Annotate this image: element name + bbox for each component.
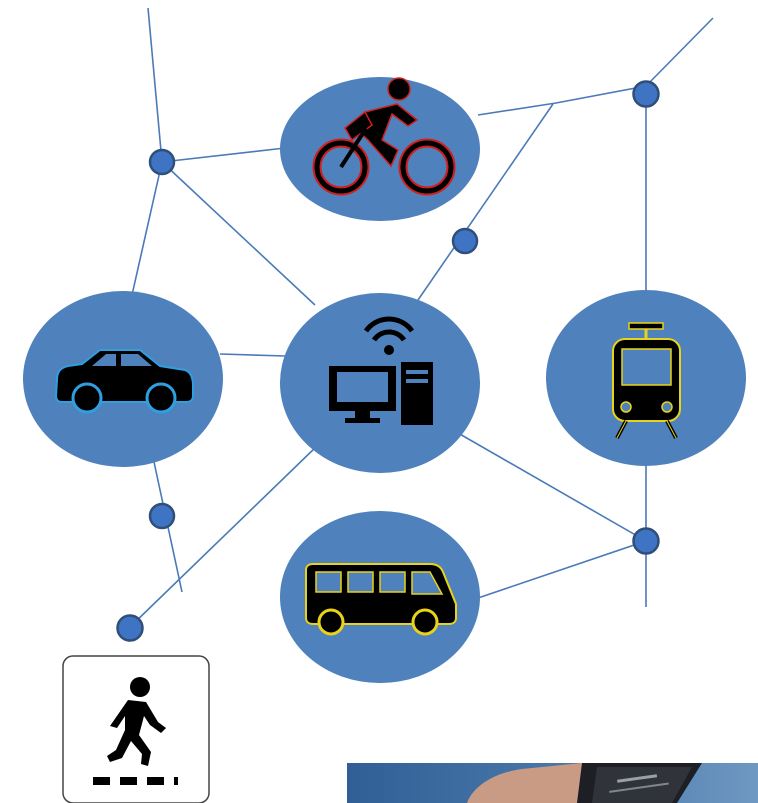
bicycle-icon [312,77,456,196]
edge-junction-car [131,161,163,296]
edge-computer-bottom-right [457,432,647,542]
edge-bicycle-tram-junction [555,85,647,104]
edge-computer-pedestrian [129,444,319,628]
edge-junction-computer [161,161,316,306]
edge-computer-mid [417,103,554,301]
pedestrian-crossing-icon [62,655,210,803]
edge-top-right [645,17,714,87]
network-junctions [116,80,660,642]
bus-icon [305,563,457,636]
edge-junction-bicycle [161,147,286,163]
edge-bus-bottom-right [477,540,647,599]
edge-bicycle-right [477,102,557,116]
computer-wifi-icon [329,316,433,425]
smartphone-photo [347,763,758,803]
edge-top-left [147,7,163,163]
junction-dot [148,502,176,530]
junction-dot [148,148,176,176]
junction-dot [116,614,144,642]
junction-dot [451,227,479,255]
junction-dot [632,80,660,108]
junction-dot [632,527,660,555]
car-icon [54,349,194,414]
tram-icon [612,322,681,439]
edge-car-computer [219,353,286,357]
